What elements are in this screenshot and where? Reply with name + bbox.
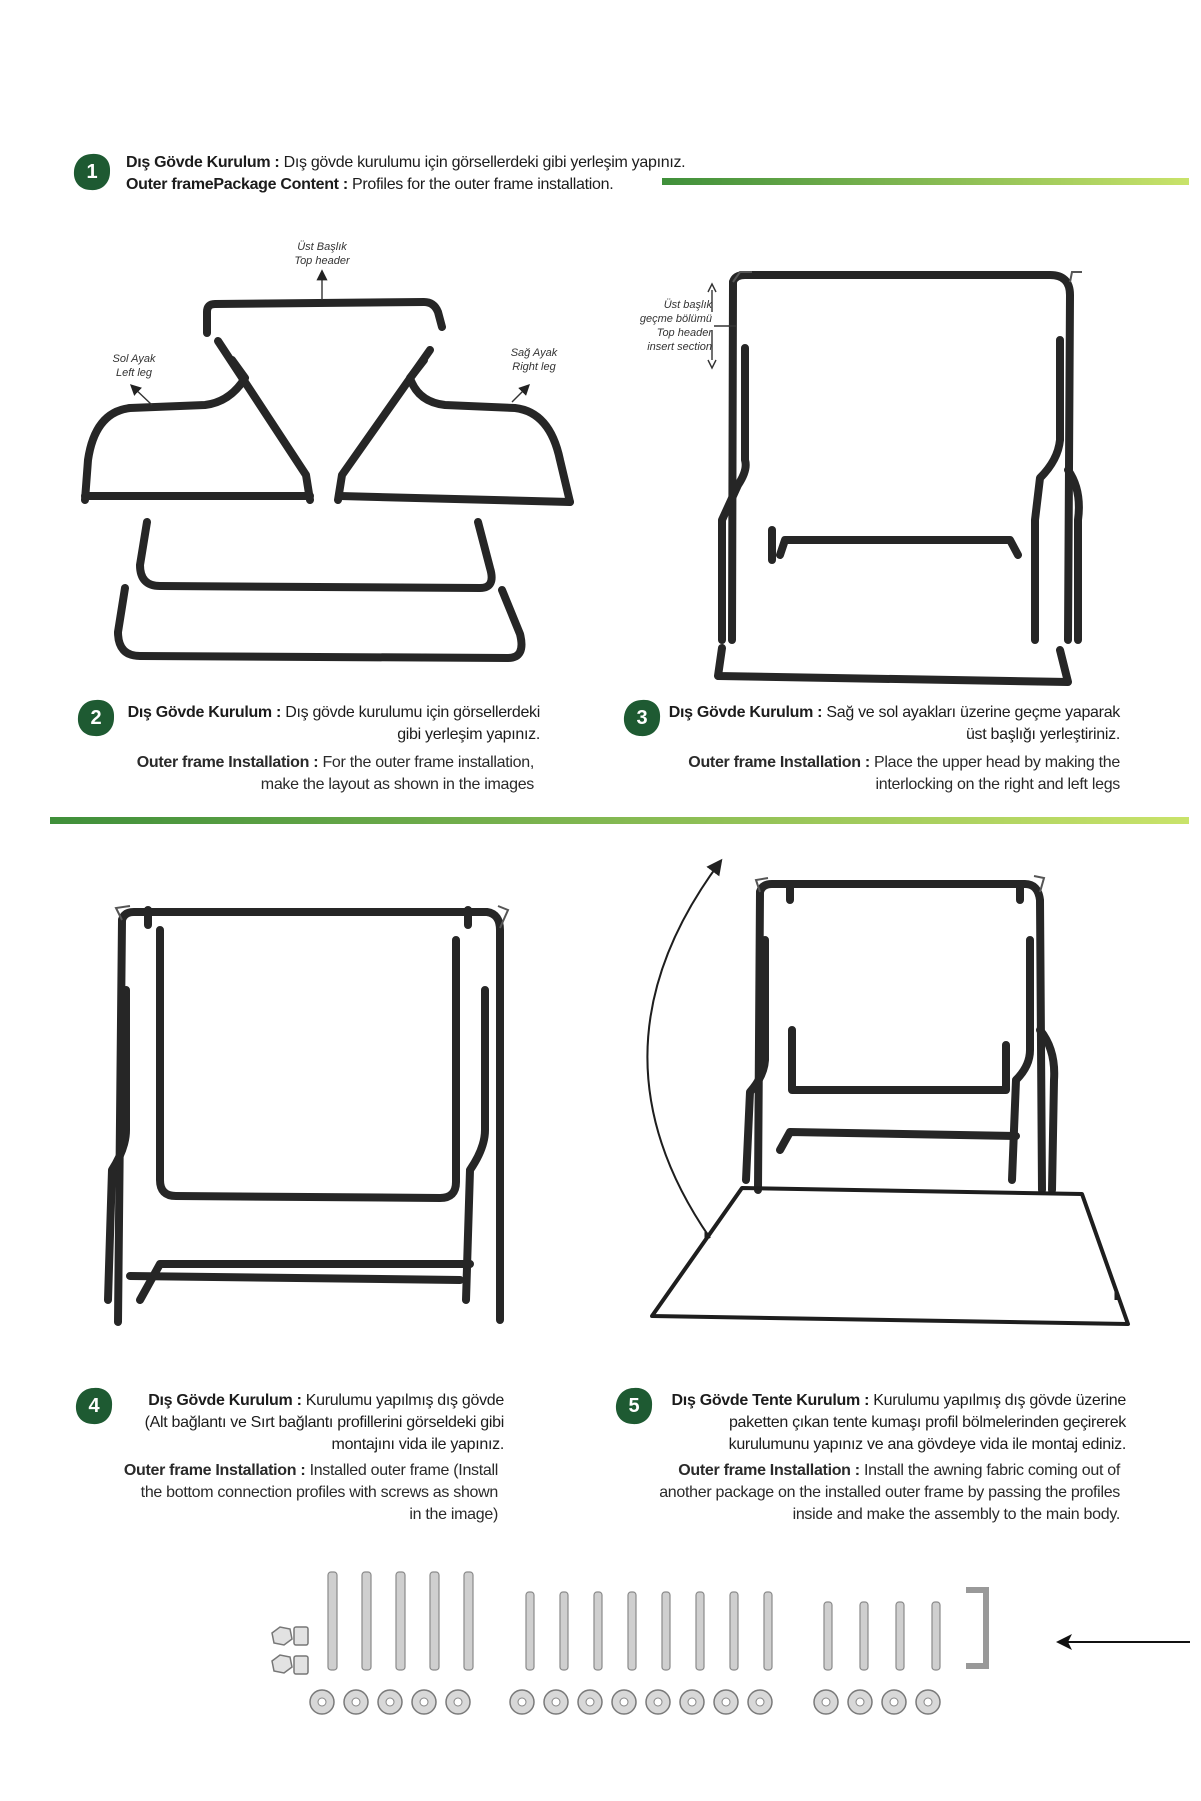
step-3-tr-line2: üst başlığı yerleştiriniz.: [965, 726, 1120, 743]
arrow-left-icon: [1056, 1634, 1190, 1650]
step-5-en-line2: another package on the installed outer f…: [659, 1484, 1120, 1501]
insert-section-arrowheads: [707, 282, 717, 370]
step-4-tr-line1: Kurulumu yapılmış dış gövde: [301, 1392, 505, 1409]
left-leg-part: [81, 337, 314, 504]
step-2-tr-line2: gibi yerleşim yapınız.: [397, 726, 540, 743]
step-3-tr-bold: Dış Gövde Kurulum :: [668, 704, 823, 721]
awning-frame: [650, 1186, 1130, 1326]
label-top-header-en: Top header: [294, 255, 350, 267]
label-insert-en-2: insert section: [647, 341, 712, 353]
step-2-badge: 2: [76, 698, 116, 738]
step-3-text-tr: Dış Gövde Kurulum : Sağ ve sol ayakları …: [664, 702, 1121, 746]
connection-profile-1: [136, 518, 496, 592]
label-top-header-tr: Üst Başlık: [297, 241, 347, 253]
short-screw-icons: [823, 1601, 941, 1671]
green-divider-top: [662, 178, 1189, 185]
step-3-number: 3: [636, 707, 648, 729]
step-5-en-line3: inside and make the assembly to the main…: [792, 1506, 1121, 1523]
step-2-en-bold: Outer frame Installation :: [136, 754, 319, 771]
medium-screw-icons: [525, 1591, 773, 1671]
step-4-en-line3: in the image): [409, 1506, 498, 1523]
step-5-tr-line2: paketten çıkan tente kumaşı profil bölme…: [728, 1414, 1126, 1431]
label-insert-section: Üst başlık geçme bölümü Top header inser…: [612, 298, 712, 354]
step-3-badge: 3: [622, 698, 662, 738]
step-1-badge: 1: [72, 152, 112, 192]
step-1-tr-text: Dış gövde kurulumu için görsellerdeki gi…: [279, 154, 686, 171]
step-5-en-bold: Outer frame Installation :: [678, 1462, 860, 1479]
frame-step-4: [104, 906, 504, 1326]
right-leg-arrow: [511, 384, 530, 403]
step-1-en-text: Profiles for the outer frame installatio…: [347, 176, 614, 193]
step-5-badge: 5: [614, 1386, 654, 1426]
label-left-leg-en: Left leg: [115, 367, 153, 379]
hardware-set: [271, 1571, 989, 1715]
lift-arrow-icon: [646, 858, 723, 1239]
step-2-en-line1: For the outer frame installation,: [318, 754, 534, 771]
badge-blob-icon: [77, 699, 115, 737]
step-2-en-line2: make the layout as shown in the images: [260, 776, 535, 793]
label-left-leg-tr: Sol Ayak: [112, 353, 156, 365]
label-insert-tr-2: geçme bölümü: [639, 313, 712, 325]
step-2-tr-bold: Dış Gövde Kurulum :: [127, 704, 282, 721]
step-5-number: 5: [628, 1395, 640, 1417]
step-5-tr-line1: Kurulumu yapılmış dış gövde üzerine: [869, 1392, 1126, 1409]
step-5-tr-bold: Dış Gövde Tente Kurulum :: [671, 1392, 870, 1409]
step-4-text-en: Outer frame Installation : Installed out…: [100, 1460, 498, 1526]
label-right-leg-en: Right leg: [512, 361, 556, 373]
step-2-number: 2: [90, 707, 102, 729]
badge-blob-icon: [615, 1387, 653, 1425]
connection-profile-2: [114, 584, 526, 662]
step-3-text-en: Outer frame Installation : Place the upp…: [664, 752, 1120, 796]
step-4-text-tr: Dış Gövde Kurulum : Kurulumu yapılmış dı…: [120, 1390, 505, 1456]
label-left-leg: Sol Ayak Left leg: [84, 352, 184, 380]
label-right-leg-tr: Sağ Ayak: [510, 347, 558, 359]
frame-step-5: [742, 880, 1059, 1194]
step-5-text-en: Outer frame Installation : Install the a…: [640, 1460, 1120, 1526]
badge-blob-icon: [75, 1387, 113, 1425]
label-insert-tr-1: Üst başlık: [663, 299, 712, 311]
step-4-tr-bold: Dış Gövde Kurulum :: [148, 1392, 302, 1409]
label-top-header: Üst Başlık Top header: [272, 240, 372, 268]
step-4-en-line2: the bottom connection profiles with scre…: [140, 1484, 499, 1501]
step-1-en-bold: Outer framePackage Content :: [126, 176, 348, 193]
nut-icons: [271, 1626, 309, 1675]
frame-step-3: [714, 271, 1083, 686]
step-3-tr-line1: Sağ ve sol ayakları üzerine geçme yapara…: [822, 704, 1120, 721]
step-4-badge: 4: [74, 1386, 114, 1426]
step-4-tr-line2: (Alt bağlantı ve Sırt bağlantı profiller…: [144, 1414, 505, 1431]
step-3-en-bold: Outer frame Installation :: [688, 754, 870, 771]
right-leg-part: [334, 346, 574, 506]
left-leg-arrow: [129, 384, 153, 406]
step-3-en-line2: interlocking on the right and left legs: [875, 776, 1121, 793]
step-4-en-bold: Outer frame Installation :: [123, 1462, 306, 1479]
badge-blob-icon: [623, 699, 661, 737]
frame-hooks: [114, 271, 1082, 929]
allen-key-icon: [966, 1587, 989, 1669]
step-5-tr-line3: kurulumunu yapınız ve ana gövdeye vida i…: [728, 1436, 1127, 1453]
step-4-en-line1: Installed outer frame (Install: [305, 1462, 499, 1479]
step-1-number: 1: [86, 161, 98, 183]
top-header-part: [203, 298, 446, 337]
step-1-text: Dış Gövde Kurulum : Dış gövde kurulumu i…: [126, 152, 726, 196]
step-2-tr-line1: Dış gövde kurulumu için görsellerdeki: [281, 704, 540, 721]
step-5-text-tr: Dış Gövde Tente Kurulum : Kurulumu yapıl…: [662, 1390, 1127, 1456]
step-2-text-en: Outer frame Installation : For the outer…: [120, 752, 535, 796]
step-3-en-line1: Place the upper head by making the: [869, 754, 1120, 771]
step-5-en-line1: Install the awning fabric coming out of: [859, 1462, 1120, 1479]
step-2-text-tr: Dış Gövde Kurulum : Dış gövde kurulumu i…: [120, 702, 541, 746]
badge-blob-icon: [73, 153, 111, 191]
step-4-number: 4: [88, 1395, 100, 1417]
step-1-tr-bold: Dış Gövde Kurulum :: [126, 154, 280, 171]
green-divider-middle: [50, 817, 1189, 824]
long-screw-icons: [327, 1571, 474, 1671]
label-right-leg: Sağ Ayak Right leg: [484, 346, 584, 374]
label-insert-en-1: Top header: [656, 327, 712, 339]
step-4-tr-line3: montajını vida ile yapınız.: [331, 1436, 505, 1453]
